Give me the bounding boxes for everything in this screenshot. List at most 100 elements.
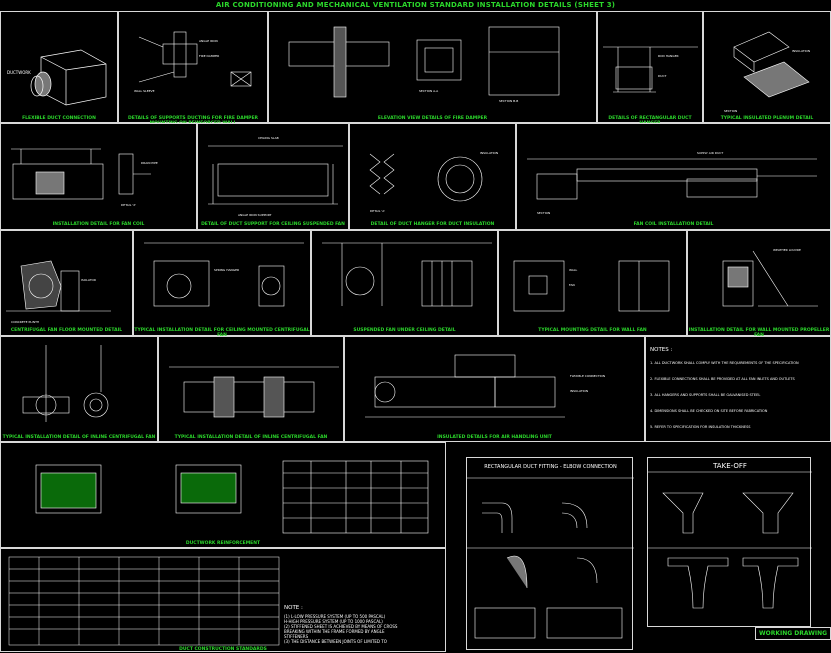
svg-text:WALL: WALL: [569, 268, 578, 272]
panel-fire-damper-elev: SECTION A-A SECTION B-B ELEVATION VIEW DE…: [268, 11, 597, 123]
caption: TYPICAL INSTALLATION DETAIL OF INLINE CE…: [2, 435, 156, 440]
panel-duct-support: CEILING SLAB ANGLE IRON SUPPORT DETAIL OF…: [197, 123, 349, 230]
panel-inline-fan-1: TYPICAL INSTALLATION DETAIL OF INLINE CE…: [0, 336, 158, 442]
propeller-fan-drawing: WEATHER LOUVRE: [722, 248, 818, 307]
svg-text:DUCTWORK: DUCTWORK: [7, 70, 31, 75]
working-drawing-label: WORKING DRAWING: [755, 627, 831, 640]
centrifugal-floor-drawing: ISOLATOR CONCRETE PLINTH: [6, 260, 111, 324]
fire-damper-elev-drawing: SECTION A-A SECTION B-B: [288, 26, 560, 103]
notes-heading: NOTES :: [650, 347, 673, 353]
svg-text:SUPPLY AIR DUCT: SUPPLY AIR DUCT: [697, 151, 723, 155]
note2-line: BREAKING WITHIN THE FRAME FORMED BY ANGL…: [284, 629, 385, 634]
panel-takeoff: TAKE-OFF: [647, 457, 812, 627]
note2-line: (3) THE DISTANCE BETWEEN JOINTS OF LIMIT…: [284, 639, 387, 644]
caption: INSTALLATION DETAIL FOR WALL MOUNTED PRO…: [688, 328, 830, 338]
construction-table: [8, 556, 280, 646]
panel-suspended-fan: SUSPENDED FAN UNDER CEILING DETAIL: [311, 230, 498, 336]
takeoff-title: TAKE-OFF: [713, 462, 747, 470]
note-line: 2. FLEXIBLE CONNECTIONS SHALL BE PROVIDE…: [650, 377, 795, 381]
svg-text:CONCRETE PLINTH: CONCRETE PLINTH: [11, 320, 39, 324]
svg-text:FAN: FAN: [569, 283, 575, 287]
panel-notes: NOTES : 1. ALL DUCTWORK SHALL COMPLY WIT…: [645, 336, 831, 442]
svg-text:DETAIL 'A': DETAIL 'A': [370, 209, 385, 213]
note-line: 4. DIMENSIONS SHALL BE CHECKED ON SITE B…: [650, 409, 768, 413]
panel-ahu: FLEXIBLE CONNECTION INSULATION INSULATED …: [344, 336, 645, 442]
panel-elbow: RECTANGULAR DUCT FITTING - ELBOW CONNECT…: [466, 457, 634, 650]
reinforcement-drawing: [35, 460, 429, 534]
note-line: 5. REFER TO SPECIFICATION FOR INSULATION…: [650, 425, 751, 429]
panel-plenum: INSULATION SECTION TYPICAL INSULATED PLEN…: [703, 11, 831, 123]
panel-propeller-fan: WEATHER LOUVRE INSTALLATION DETAIL FOR W…: [687, 230, 831, 338]
panel-duct-insulation: INSULATION DETAIL 'A' DETAIL OF DUCT HANG…: [349, 123, 516, 230]
caption: SUSPENDED FAN UNDER CEILING DETAIL: [353, 328, 456, 333]
wall-fan-drawing: WALL FAN: [513, 260, 670, 312]
duct-hanger-drawing: ROD HANGER DUCT: [603, 46, 698, 93]
caption: FAN COIL INSTALLATION DETAIL: [633, 222, 714, 227]
panel-centrifugal-floor: ISOLATOR CONCRETE PLINTH CENTRIFUGAL FAN …: [0, 230, 133, 336]
elbow-drawing: [467, 477, 634, 639]
svg-text:INSULATION: INSULATION: [570, 389, 588, 393]
svg-text:INSULATION: INSULATION: [792, 49, 810, 53]
note2-line: (1) L-LOW PRESSURE SYSTEM (UP TO 500 PAS…: [284, 614, 386, 619]
svg-text:SECTION A-A: SECTION A-A: [419, 89, 439, 93]
sheet-title: AIR CONDITIONING AND MECHANICAL VENTILAT…: [215, 1, 616, 9]
fire-damper-wall-drawing: ANGLE IRON FIRE DAMPER WALL SLEEVE: [134, 31, 252, 93]
caption: INSTALLATION DETAIL FOR FAN COIL: [52, 222, 145, 227]
svg-text:FIRE DAMPER: FIRE DAMPER: [199, 54, 219, 58]
svg-text:SECTION: SECTION: [537, 211, 550, 215]
note2-line: H-HIGH PRESSURE SYSTEM (UP TO 1000 PASCA…: [284, 619, 383, 624]
svg-text:SPRING HANGER: SPRING HANGER: [214, 268, 239, 272]
panel-wall-fan: WALL FAN TYPICAL MOUNTING DETAIL FOR WALL…: [498, 230, 687, 336]
caption: INSULATED DETAILS FOR AIR HANDLING UNIT: [437, 435, 552, 440]
flexible-duct-drawing: DUCTWORK: [7, 49, 107, 106]
note2-heading: NOTE :: [284, 605, 303, 611]
svg-text:CEILING SLAB: CEILING SLAB: [258, 136, 279, 140]
svg-text:ANGLE IRON: ANGLE IRON: [199, 39, 218, 43]
caption: ELEVATION VIEW DETAILS OF FIRE DAMPER: [377, 116, 488, 121]
panel-flexible-duct: DUCTWORK FLEXIBLE DUCT CONNECTION: [0, 11, 118, 123]
panel-ceiling-centrifugal: SPRING HANGER TYPICAL INSTALLATION DETAI…: [133, 230, 311, 338]
caption: DUCT CONSTRUCTION STANDARDS: [179, 647, 267, 652]
duct-insulation-drawing: INSULATION DETAIL 'A': [369, 151, 498, 213]
duct-support-drawing: CEILING SLAB ANGLE IRON SUPPORT: [208, 136, 343, 217]
caption: TYPICAL INSULATED PLENUM DETAIL: [720, 116, 814, 121]
caption: TYPICAL MOUNTING DETAIL FOR WALL FAN: [538, 328, 647, 333]
panel-fan-coil-2: SECTION SUPPLY AIR DUCT FAN COIL INSTALLA…: [516, 123, 831, 230]
caption: TYPICAL INSTALLATION DETAIL FOR CEILING …: [134, 328, 310, 338]
svg-text:WEATHER LOUVRE: WEATHER LOUVRE: [773, 248, 801, 252]
svg-text:INSULATION: INSULATION: [480, 151, 498, 155]
svg-text:ROD HANGER: ROD HANGER: [658, 54, 679, 58]
panel-construction-table: NOTE : (1) L-LOW PRESSURE SYSTEM (UP TO …: [0, 548, 446, 652]
caption: DETAIL OF DUCT SUPPORT FOR CEILING SUSPE…: [201, 222, 345, 227]
note2-line: STIFFENERS: [284, 634, 309, 639]
svg-text:ISOLATOR: ISOLATOR: [81, 278, 96, 282]
suspended-fan-drawing: [322, 242, 492, 307]
svg-text:FLEXIBLE CONNECTION: FLEXIBLE CONNECTION: [570, 374, 605, 378]
svg-text:ANGLE IRON SUPPORT: ANGLE IRON SUPPORT: [238, 213, 272, 217]
panel-inline-fan-2: TYPICAL INSTALLATION DETAIL OF INLINE CE…: [158, 336, 344, 442]
svg-text:SECTION B-B: SECTION B-B: [499, 99, 518, 103]
caption: DUCTWORK REINFORCEMENT: [185, 541, 261, 546]
fan-coil-2-drawing: SECTION SUPPLY AIR DUCT: [527, 151, 817, 215]
svg-text:SECTION: SECTION: [724, 109, 737, 113]
caption: DETAIL OF DUCT HANGER FOR DUCT INSULATIO…: [370, 222, 495, 227]
svg-text:WALL SLEEVE: WALL SLEEVE: [134, 89, 155, 93]
note2-line: (2) STIFFENED SHEET IS ACHIEVED BY MEANS…: [284, 624, 398, 629]
plenum-drawing: INSULATION SECTION: [724, 31, 810, 113]
ceiling-centrifugal-drawing: SPRING HANGER: [144, 242, 304, 307]
svg-text:DUCT: DUCT: [658, 74, 667, 78]
note-line: 3. ALL HANGERS AND SUPPORTS SHALL BE GAL…: [650, 393, 761, 397]
takeoff-drawing: [648, 471, 812, 609]
note-line: 1. ALL DUCTWORK SHALL COMPLY WITH THE RE…: [650, 361, 799, 365]
inline-fan-2-drawing: [169, 366, 339, 418]
ahu-drawing: FLEXIBLE CONNECTION INSULATION: [365, 354, 605, 418]
panel-reinforcement: DUCTWORK REINFORCEMENT: [0, 442, 446, 548]
caption: CENTRIFUGAL FAN FLOOR MOUNTED DETAIL: [10, 328, 123, 333]
caption: TYPICAL INSTALLATION DETAIL OF INLINE CE…: [174, 435, 328, 440]
svg-text:DETAIL 'X': DETAIL 'X': [121, 203, 136, 207]
caption: FLEXIBLE DUCT CONNECTION: [22, 116, 96, 121]
